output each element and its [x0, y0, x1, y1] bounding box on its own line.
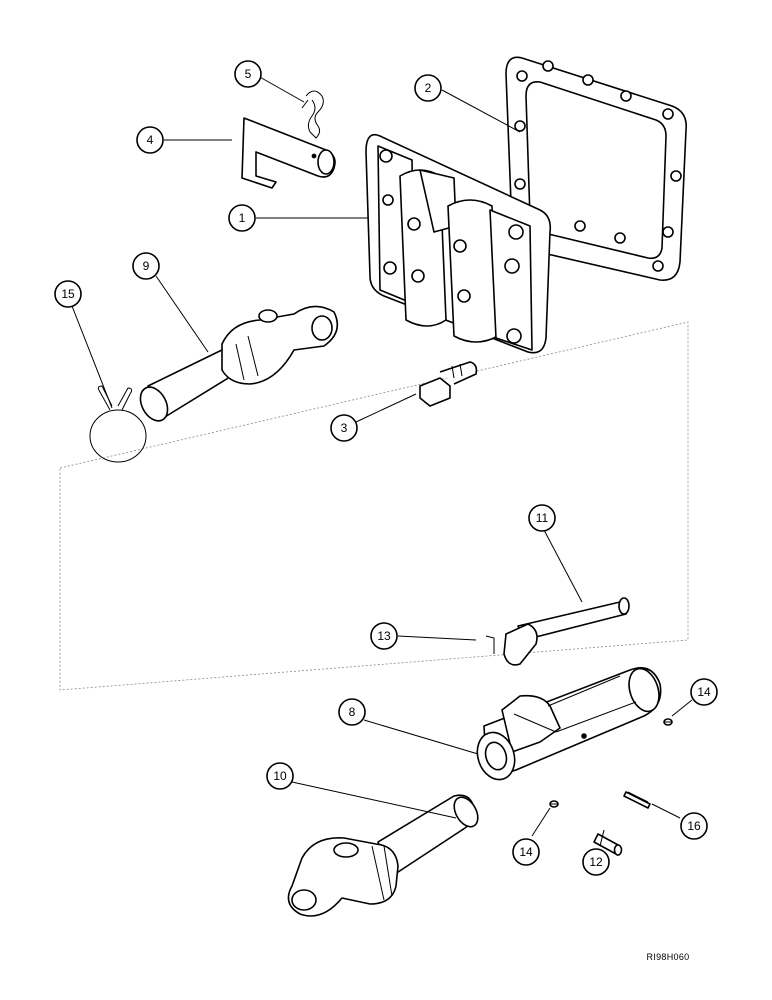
callout-8: 8 [338, 698, 366, 726]
part-r-clip [301, 90, 324, 139]
callout-11: 11 [528, 504, 556, 532]
callout-5: 5 [234, 60, 262, 88]
part-cover-plate [365, 133, 552, 354]
part-ring-clip [89, 385, 147, 463]
callout-2: 2 [414, 74, 442, 102]
callout-4-label: 4 [147, 133, 154, 147]
part-dowel-pin [593, 833, 623, 856]
part-long-pin [503, 597, 630, 666]
part-gasket [505, 56, 688, 281]
callout-16: 16 [680, 812, 708, 840]
callout-10: 10 [266, 762, 294, 790]
callout-15-label: 15 [61, 287, 75, 301]
callout-16-label: 16 [687, 819, 701, 833]
figure-reference: RI98H060 [647, 952, 690, 962]
part-lower-shaft [287, 794, 479, 917]
callout-2-label: 2 [425, 81, 432, 95]
callout-9: 9 [132, 252, 160, 280]
callout-12-label: 12 [589, 855, 603, 869]
callout-4: 4 [136, 126, 164, 154]
callout-14-upper-label: 14 [697, 685, 711, 699]
callout-11-label: 11 [536, 511, 549, 525]
part-fitting [419, 361, 478, 407]
callout-5-label: 5 [245, 67, 252, 81]
callout-3-label: 3 [341, 421, 348, 435]
callout-1: 1 [228, 204, 256, 232]
callout-12: 12 [582, 848, 610, 876]
callout-3: 3 [330, 414, 358, 442]
part-set-screw-lower [549, 800, 559, 808]
part-l-pin [241, 117, 336, 189]
alignment-guide [59, 321, 689, 691]
callout-9-label: 9 [143, 259, 150, 273]
callout-13-label: 13 [377, 629, 391, 643]
part-set-screw-upper [663, 718, 673, 726]
callout-10-label: 10 [273, 769, 287, 783]
callout-13: 13 [370, 622, 398, 650]
callout-1-label: 1 [239, 211, 246, 225]
callout-14-lower-label: 14 [519, 845, 533, 859]
part-upper-shaft [139, 305, 339, 422]
part-roll-pin-13 [485, 635, 495, 654]
part-spring-pin [623, 791, 651, 809]
callout-15: 15 [54, 280, 82, 308]
part-housing [476, 667, 662, 781]
leader-lines [71, 75, 693, 847]
callout-14-upper: 14 [690, 678, 718, 706]
callout-8-label: 8 [349, 705, 356, 719]
callout-14-lower: 14 [512, 838, 540, 866]
